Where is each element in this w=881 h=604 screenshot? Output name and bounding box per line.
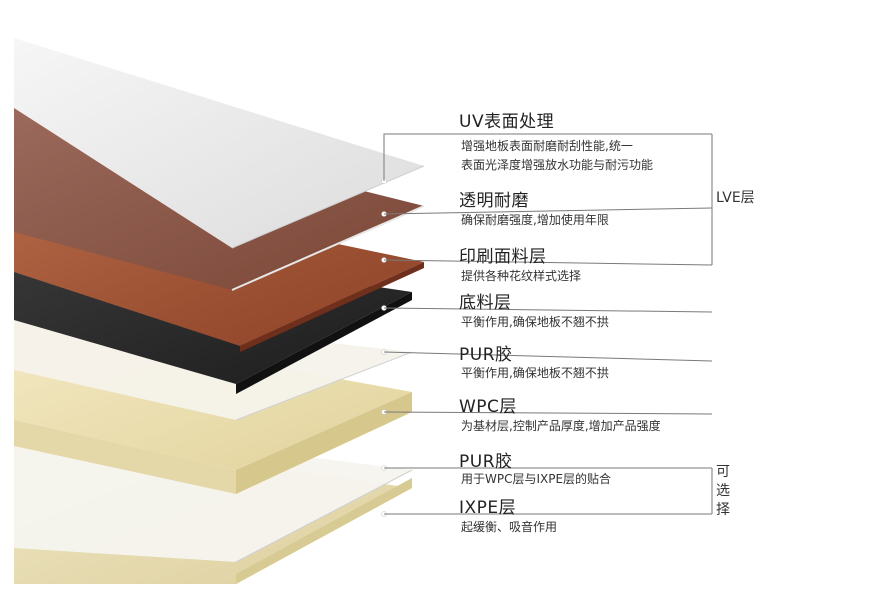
uv-layer: [14, 38, 425, 249]
layer-desc-print: 提供各种花纹样式选择: [461, 269, 582, 283]
layer-desc-pur2: 用于WPC层与IXPE层的贴合: [461, 472, 612, 486]
leader-lines: [383, 133, 713, 515]
layer-title-ixpe: IXPE层: [459, 498, 517, 518]
group-label-optional-3: 择: [716, 502, 730, 518]
layer-title-print: 印刷面料层: [459, 247, 547, 267]
layer-title-wpc: WPC层: [459, 397, 517, 417]
pointer-dots: [381, 178, 387, 517]
layer-desc-ixpe: 起缓衡、吸音作用: [461, 520, 558, 534]
layer-title-pur2: PUR胶: [459, 452, 513, 472]
layer-desc-base: 平衡作用,确保地板不翘不拱: [461, 315, 609, 329]
layer-desc-wpc: 为基材层,控制产品厚度,增加产品强度: [461, 419, 661, 433]
layer-desc-uv-line2: 表面光泽度增强放水功能与耐污功能: [461, 158, 654, 172]
group-label-optional-1: 可: [716, 464, 730, 480]
layer-title-pur1: PUR胶: [459, 345, 513, 365]
layer-title-base: 底料层: [459, 293, 512, 313]
group-label-optional-2: 选: [716, 483, 730, 499]
layer-desc-wear: 确保耐磨强度,增加使用年限: [461, 213, 609, 227]
layer-desc-pur1: 平衡作用,确保地板不翘不拱: [461, 366, 609, 380]
layer-title-wear: 透明耐磨: [459, 191, 529, 211]
layer-title-uv: UV表面处理: [459, 112, 555, 132]
layer-desc-uv-line1: 增强地板表面耐磨耐刮性能,统一: [461, 139, 633, 153]
group-label-lve: LVE层: [716, 190, 755, 206]
